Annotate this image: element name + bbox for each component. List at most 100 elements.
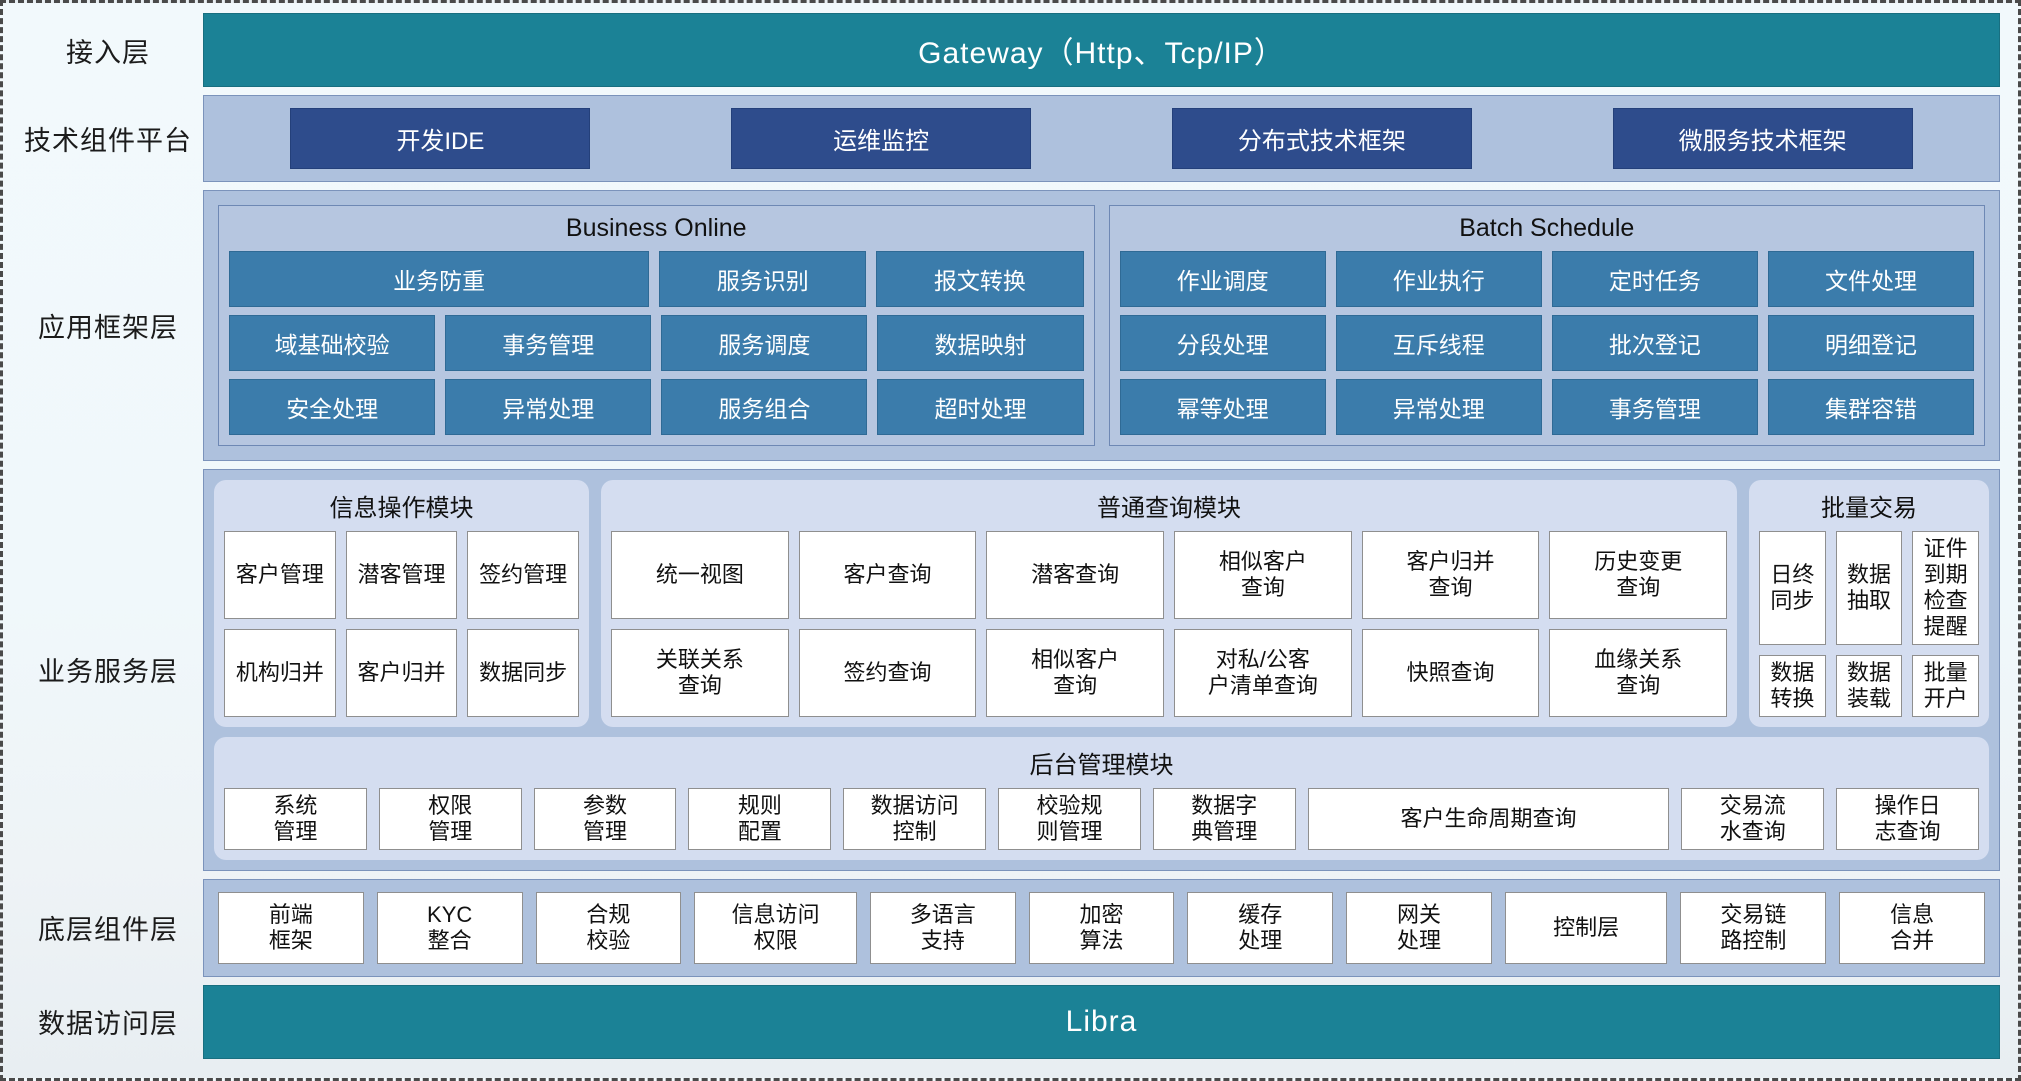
group-title-batch-schedule: Batch Schedule xyxy=(1459,214,1635,242)
admin-cell-5[interactable]: 校验规则管理 xyxy=(998,787,1141,850)
chip-service-composition[interactable]: 服务组合 xyxy=(661,379,868,435)
chip-timed-task[interactable]: 定时任务 xyxy=(1551,251,1758,307)
component-cell-7[interactable]: 网关处理 xyxy=(1346,891,1492,964)
cell-similar-customer-query-1[interactable]: 相似客户查询 xyxy=(1174,531,1352,619)
admin-cell-9[interactable]: 操作日志查询 xyxy=(1836,787,1980,850)
cell-snapshot-query[interactable]: 快照查询 xyxy=(1361,628,1540,717)
cell-retail-corporate-list-query[interactable]: 对私/公客户清单查询 xyxy=(1174,628,1352,717)
component-cell-8[interactable]: 控制层 xyxy=(1504,891,1668,964)
chip-job-execution[interactable]: 作业执行 xyxy=(1335,251,1542,307)
component-cell-3[interactable]: 信息访问权限 xyxy=(694,891,857,964)
admin-cell-0[interactable]: 系统管理 xyxy=(224,787,367,850)
tech-chip-row: 开发IDE 运维监控 分布式技术框架 微服务技术框架 xyxy=(203,95,2000,182)
cell-customer-management[interactable]: 客户管理 xyxy=(224,531,336,619)
chip-domain-basic-validation[interactable]: 域基础校验 xyxy=(229,315,436,371)
cell-lineage-relationship-query[interactable]: 血缘关系查询 xyxy=(1549,628,1728,717)
component-cell-4[interactable]: 多语言支持 xyxy=(869,891,1016,964)
cell-certificate-expiry-reminder[interactable]: 证件到期检查提醒 xyxy=(1912,531,1980,645)
chip-idempotent-handling[interactable]: 幂等处理 xyxy=(1119,379,1326,435)
chip-segment-processing[interactable]: 分段处理 xyxy=(1119,315,1326,371)
cell-customer-query[interactable]: 客户查询 xyxy=(798,531,977,619)
cell-customer-merge[interactable]: 客户归并 xyxy=(345,628,458,717)
layer-label-base-components: 底层组件层 xyxy=(38,915,178,947)
component-cell-6[interactable]: 缓存处理 xyxy=(1187,891,1334,964)
chip-business-dedup[interactable]: 业务防重 xyxy=(229,251,650,307)
batch-transaction-row-2: 数据转换 数据装载 批量开户 xyxy=(1759,654,1980,717)
business-online-row-1: 业务防重 服务识别 报文转换 xyxy=(229,251,1084,307)
chip-mutex-thread[interactable]: 互斥线程 xyxy=(1335,315,1542,371)
layer-body-tech-platform: 开发IDE 运维监控 分布式技术框架 微服务技术框架 xyxy=(203,95,2000,182)
tech-chip-distributed-framework[interactable]: 分布式技术框架 xyxy=(1171,108,1472,169)
chip-data-mapping[interactable]: 数据映射 xyxy=(877,315,1084,371)
chip-exception-handling-online[interactable]: 异常处理 xyxy=(445,379,652,435)
cell-contract-query[interactable]: 签约查询 xyxy=(798,628,977,717)
cell-data-extract[interactable]: 数据抽取 xyxy=(1835,531,1903,645)
cell-customer-merge-query[interactable]: 客户归并查询 xyxy=(1361,531,1540,619)
component-cell-2[interactable]: 合规校验 xyxy=(535,891,682,964)
info-operations-row-2: 机构归并 客户归并 数据同步 xyxy=(224,628,580,717)
chip-exception-handling-batch[interactable]: 异常处理 xyxy=(1335,379,1542,435)
chip-service-identify[interactable]: 服务识别 xyxy=(659,251,867,307)
chip-timeout-handling[interactable]: 超时处理 xyxy=(877,379,1084,435)
admin-cell-4[interactable]: 数据访问控制 xyxy=(843,787,987,850)
business-service-container: 信息操作模块 客户管理 潜客管理 签约管理 机构归并 客户归并 xyxy=(203,469,2000,871)
admin-cell-8[interactable]: 交易流水查询 xyxy=(1681,787,1825,850)
cell-history-change-query[interactable]: 历史变更查询 xyxy=(1549,531,1728,619)
cell-similar-customer-query-2[interactable]: 相似客户查询 xyxy=(986,628,1165,717)
cell-contract-management[interactable]: 签约管理 xyxy=(467,531,580,619)
tech-chip-ide[interactable]: 开发IDE xyxy=(290,108,591,169)
business-online-row-3: 安全处理 异常处理 服务组合 超时处理 xyxy=(229,379,1084,435)
layer-label-app-framework: 应用框架层 xyxy=(38,313,178,344)
layer-data-access: 数据访问层 Libra xyxy=(13,984,2000,1059)
admin-cell-1[interactable]: 权限管理 xyxy=(378,787,522,850)
layer-body-data-access: Libra xyxy=(203,984,2000,1059)
chip-batch-registration[interactable]: 批次登记 xyxy=(1551,315,1758,371)
component-cell-10[interactable]: 信息合并 xyxy=(1839,891,1985,964)
chip-detail-registration[interactable]: 明细登记 xyxy=(1767,315,1974,371)
chip-transaction-management-batch[interactable]: 事务管理 xyxy=(1551,379,1758,435)
cell-eod-sync[interactable]: 日终同步 xyxy=(1759,531,1826,645)
chip-cluster-fault-tolerance[interactable]: 集群容错 xyxy=(1767,379,1974,435)
group-batch-schedule: Batch Schedule 作业调度 作业执行 定时任务 文件处理 分段处理 … xyxy=(1108,205,1985,446)
component-cell-9[interactable]: 交易链路控制 xyxy=(1680,891,1827,964)
cell-data-load[interactable]: 数据装载 xyxy=(1835,654,1903,717)
layer-body-app-framework: Business Online 业务防重 服务识别 报文转换 域基础校验 事务管… xyxy=(203,190,2000,461)
chip-security-handling[interactable]: 安全处理 xyxy=(229,379,436,435)
cell-data-transform[interactable]: 数据转换 xyxy=(1759,654,1826,717)
batch-schedule-row-2: 分段处理 互斥线程 批次登记 明细登记 xyxy=(1119,315,1974,371)
gateway-bar[interactable]: Gateway（Http、Tcp/IP） xyxy=(203,13,2000,87)
module-title-admin-management: 后台管理模块 xyxy=(1029,751,1174,779)
admin-cell-6[interactable]: 数据字典管理 xyxy=(1152,787,1296,850)
group-business-online: Business Online 业务防重 服务识别 报文转换 域基础校验 事务管… xyxy=(218,205,1095,446)
cell-institution-merge[interactable]: 机构归并 xyxy=(224,628,336,717)
chip-message-transform[interactable]: 报文转换 xyxy=(876,251,1084,307)
component-cell-5[interactable]: 加密算法 xyxy=(1028,891,1175,964)
cell-prospect-management[interactable]: 潜客管理 xyxy=(345,531,458,619)
libra-bar[interactable]: Libra xyxy=(203,984,2000,1059)
admin-cell-7[interactable]: 客户生命周期查询 xyxy=(1307,787,1670,850)
admin-cell-2[interactable]: 参数管理 xyxy=(533,787,677,850)
chip-service-scheduling[interactable]: 服务调度 xyxy=(661,315,868,371)
tech-chip-ops-monitor[interactable]: 运维监控 xyxy=(731,108,1032,169)
batch-transaction-row-1: 日终同步 数据抽取 证件到期检查提醒 xyxy=(1759,531,1980,645)
batch-schedule-row-1: 作业调度 作业执行 定时任务 文件处理 xyxy=(1119,251,1974,307)
cell-unified-view[interactable]: 统一视图 xyxy=(611,531,789,619)
layer-app-framework: 应用框架层 Business Online 业务防重 服务识别 报文转换 域 xyxy=(13,190,2000,461)
cell-batch-account-opening[interactable]: 批量开户 xyxy=(1912,654,1980,717)
component-cell-0[interactable]: 前端框架 xyxy=(218,891,364,964)
admin-cell-3[interactable]: 规则配置 xyxy=(688,787,832,850)
cell-prospect-query[interactable]: 潜客查询 xyxy=(986,531,1165,619)
cell-relationship-query[interactable]: 关联关系查询 xyxy=(611,628,789,717)
service-module-row: 信息操作模块 客户管理 潜客管理 签约管理 机构归并 客户归并 xyxy=(214,480,1989,727)
module-title-general-query: 普通查询模块 xyxy=(1097,495,1241,522)
chip-file-processing[interactable]: 文件处理 xyxy=(1767,251,1974,307)
app-framework-container: Business Online 业务防重 服务识别 报文转换 域基础校验 事务管… xyxy=(203,190,2000,461)
chip-transaction-management[interactable]: 事务管理 xyxy=(445,315,652,371)
tech-chip-microservice-framework[interactable]: 微服务技术框架 xyxy=(1612,108,1913,169)
cell-data-sync[interactable]: 数据同步 xyxy=(467,628,580,717)
admin-module-wrapper: 后台管理模块 系统管理权限管理参数管理规则配置数据访问控制校验规则管理数据字典管… xyxy=(214,736,1989,860)
batch-schedule-row-3: 幂等处理 异常处理 事务管理 集群容错 xyxy=(1119,379,1974,435)
chip-job-scheduling[interactable]: 作业调度 xyxy=(1119,251,1326,307)
